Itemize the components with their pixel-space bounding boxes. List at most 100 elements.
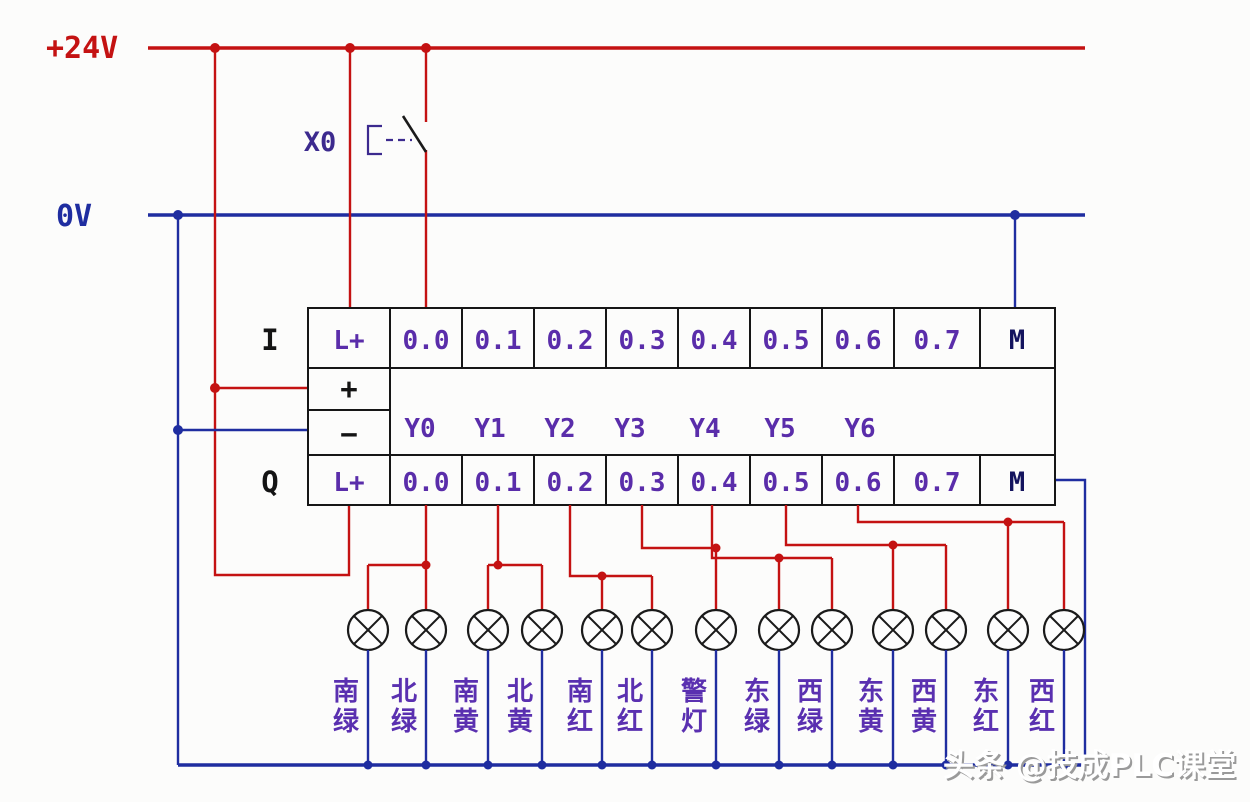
lamp-cross (527, 615, 557, 645)
switch-contact-blade (401, 115, 428, 153)
wire-lamp-group-1 (366, 505, 428, 610)
lamp-11: 西黄 (911, 608, 968, 770)
plc-output-lplus: L+ (333, 468, 364, 498)
junction-dot (888, 540, 898, 550)
lamp-cross (637, 615, 667, 645)
plc-input-terminal-2: 0.2 (547, 326, 594, 356)
plc-output-terminal-0: 0.0 (403, 468, 450, 498)
junction-dot (421, 43, 431, 53)
plc-y-label-5: Y5 (764, 414, 795, 444)
lamp-cross (1049, 615, 1079, 645)
plc-output-terminal-2: 0.2 (547, 468, 594, 498)
plc-output-terminal-3: 0.3 (619, 468, 666, 498)
lamp-cross (817, 615, 847, 645)
zero-volt-wiring-blue (176, 215, 1087, 765)
plc-input-terminal-3: 0.3 (619, 326, 666, 356)
lamp-label: 东黄 (858, 676, 884, 737)
plc-output-terminal-5: 0.5 (763, 468, 810, 498)
junction-dot (774, 760, 784, 770)
lamp-cross (473, 615, 503, 645)
plc-input-lplus: L+ (333, 326, 364, 356)
junction-dot (537, 760, 547, 770)
lamp-cross (353, 615, 383, 645)
lamp-4: 北黄 (507, 608, 564, 770)
plc-sensor-minus-label: − (340, 417, 357, 451)
output-lamp-wiring (366, 505, 1066, 610)
wire-24v-to-output-lplus (213, 48, 351, 577)
lamp-cross (701, 615, 731, 645)
lamp-7: 警灯 (681, 608, 738, 770)
junction-dot (210, 43, 220, 53)
plc-sensor-plus-label: + (340, 372, 357, 406)
junction-dot (421, 760, 431, 770)
watermark-text: 头条 @技成PLC课堂 (943, 748, 1236, 784)
lamp-9: 西绿 (797, 608, 854, 770)
plc-output-terminal-1: 0.1 (475, 468, 522, 498)
supply-wiring-red (213, 48, 428, 577)
lamp-3: 南黄 (453, 608, 510, 770)
plc-y-label-6: Y6 (844, 414, 875, 444)
junction-dot (597, 760, 607, 770)
junction-dot (173, 425, 183, 435)
junction-dot (1010, 210, 1020, 220)
lamp-label: 东绿 (744, 676, 771, 737)
rail-0v-label: 0V (56, 199, 92, 234)
switch-link-bracket (366, 124, 382, 156)
plc-input-terminal-7: 0.7 (914, 326, 961, 356)
junction-dot (363, 760, 373, 770)
junction-dot (173, 210, 183, 220)
lamp-10: 东黄 (858, 608, 915, 770)
lamp-cross (587, 615, 617, 645)
lamp-1: 南绿 (333, 608, 390, 770)
junction-dot (1059, 760, 1069, 770)
junction-dot (210, 383, 220, 393)
plc-y-label-3: Y3 (614, 414, 645, 444)
rail-24v-label: +24V (46, 31, 118, 66)
wire-lamp-group-3 (568, 505, 654, 610)
plc-input-terminal-6: 0.6 (835, 326, 882, 356)
plc-input-m: M (1009, 325, 1025, 356)
lamp-6: 北红 (617, 608, 674, 770)
lamp-cross (931, 615, 961, 645)
power-rails: +24V 0V (46, 31, 1085, 767)
junction-dot (888, 760, 898, 770)
plc-y-label-4: Y4 (689, 414, 720, 444)
plc-output-m: M (1009, 467, 1025, 498)
lamp-13: 西红 (1029, 608, 1086, 770)
wire-output-m-return (1055, 478, 1087, 765)
plc-output-terminal-4: 0.4 (691, 468, 738, 498)
lamp-2: 北绿 (391, 608, 448, 770)
plc-y-label-0: Y0 (404, 414, 435, 444)
wire-lamp-group-5 (710, 505, 834, 610)
lamp-cross (764, 615, 794, 645)
plc-input-row-label: I (261, 323, 278, 357)
watermark-shadow: 头条 @技成PLC课堂 (945, 750, 1238, 786)
lamp-label: 北黄 (507, 677, 533, 737)
plc-y-label-2: Y2 (544, 414, 575, 444)
junction-dot (483, 760, 493, 770)
plc-terminal-block: I Q + − (261, 307, 1056, 506)
lamp-label: 东红 (973, 676, 999, 737)
plc-input-terminal-0: 0.0 (403, 326, 450, 356)
lamp-label: 南红 (567, 677, 593, 737)
lamp-label: 西红 (1029, 677, 1055, 737)
lamp-label: 南绿 (333, 677, 360, 737)
lamp-label: 北红 (617, 677, 643, 737)
lamp-5: 南红 (567, 608, 624, 770)
lamp-label: 警灯 (681, 676, 707, 737)
junction-dot (941, 760, 951, 770)
lamp-12: 东红 (973, 608, 1030, 770)
lamp-label: 北绿 (391, 677, 418, 737)
wire-0v-to-minus (176, 215, 308, 765)
plc-output-terminal-6: 0.6 (835, 468, 882, 498)
junction-dot (711, 543, 721, 553)
watermark: 头条 @技成PLC课堂 头条 @技成PLC课堂 (943, 748, 1238, 786)
lamp-cross (878, 615, 908, 645)
junction-dot (597, 571, 607, 581)
junction-dot (1003, 760, 1013, 770)
plc-input-terminal-5: 0.5 (763, 326, 810, 356)
plc-input-terminal-4: 0.4 (691, 326, 738, 356)
switch-label: X0 (304, 127, 337, 158)
